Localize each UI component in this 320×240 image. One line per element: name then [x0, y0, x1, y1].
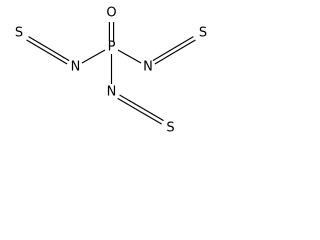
atom-nitrogen-left: N [71, 60, 81, 75]
bond-p-n-right [117, 49, 142, 64]
bond-c-s-left [26, 36, 50, 53]
atom-oxygen: O [106, 6, 116, 21]
bond-n-c-right [152, 48, 176, 65]
bond-p-n-left [81, 49, 106, 64]
bond-c-s-bottom [139, 107, 164, 125]
bond-p-o [108, 22, 115, 41]
atom-nitrogen-right: N [143, 60, 153, 75]
atom-phosphorus: P [108, 40, 116, 55]
bond-c-s-right [172, 36, 196, 53]
bond-n-c-left [46, 48, 70, 65]
bond-n-c-bottom [117, 94, 142, 112]
molecule-drawing: O P N N N S S S [15, 6, 207, 136]
atom-sulfur-left: S [15, 26, 23, 41]
atom-sulfur-right: S [199, 26, 207, 41]
atom-nitrogen-bottom: N [107, 85, 117, 100]
atom-sulfur-bottom: S [166, 121, 174, 136]
structure-diagram: O P N N N S S S [0, 0, 224, 138]
